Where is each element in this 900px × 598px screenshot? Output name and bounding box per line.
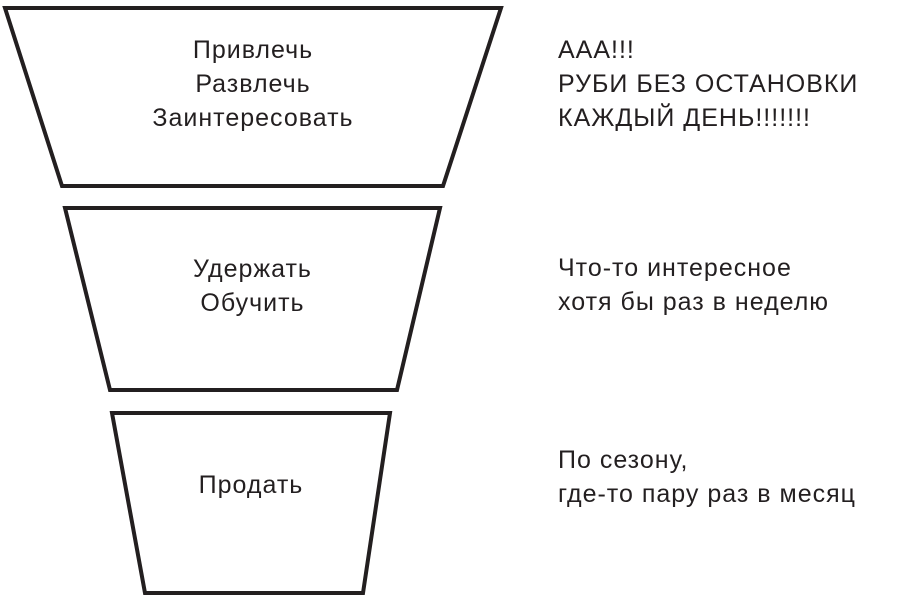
funnel-tier-1-line-3: Заинтересовать bbox=[152, 104, 354, 132]
funnel-tier-1-line-2: Развлечь bbox=[195, 70, 311, 98]
funnel-tier-3-line-1: Продать bbox=[198, 471, 304, 499]
annotation-tier-3-line-2: где-то пару раз в месяц bbox=[558, 480, 856, 508]
annotation-tier-3-line-1: По сезону, bbox=[558, 446, 689, 474]
annotation-tier-1-line-2: РУБИ БЕЗ ОСТАНОВКИ bbox=[558, 70, 859, 98]
annotation-tier-1-line-3: КАЖДЫЙ ДЕНЬ!!!!!!! bbox=[558, 104, 811, 132]
annotation-tier-2-line-1: Что-то интересное bbox=[558, 254, 792, 282]
funnel-tier-2-line-1: Удержать bbox=[193, 255, 312, 283]
funnel-tier-3-shape bbox=[109, 411, 393, 595]
annotation-tier-3: По сезону, где-то пару раз в месяц bbox=[558, 443, 856, 511]
funnel-tier-3-label: Продать bbox=[112, 468, 390, 502]
annotation-tier-2: Что-то интересное хотя бы раз в неделю bbox=[558, 251, 829, 319]
annotation-tier-2-line-2: хотя бы раз в неделю bbox=[558, 288, 830, 316]
funnel-tier-1-shape bbox=[2, 6, 504, 188]
funnel-tier-1-label: Привлечь Развлечь Заинтересовать bbox=[60, 33, 446, 135]
annotation-tier-1-line-1: ААА!!! bbox=[558, 36, 635, 64]
funnel-tier-2-label: Удержать Обучить bbox=[65, 252, 440, 320]
annotation-tier-1: ААА!!! РУБИ БЕЗ ОСТАНОВКИ КАЖДЫЙ ДЕНЬ!!!… bbox=[558, 33, 858, 135]
funnel-tier-2-shape bbox=[62, 206, 443, 392]
funnel-tier-1-line-1: Привлечь bbox=[192, 36, 314, 64]
funnel-tier-2-line-2: Обучить bbox=[200, 289, 305, 317]
